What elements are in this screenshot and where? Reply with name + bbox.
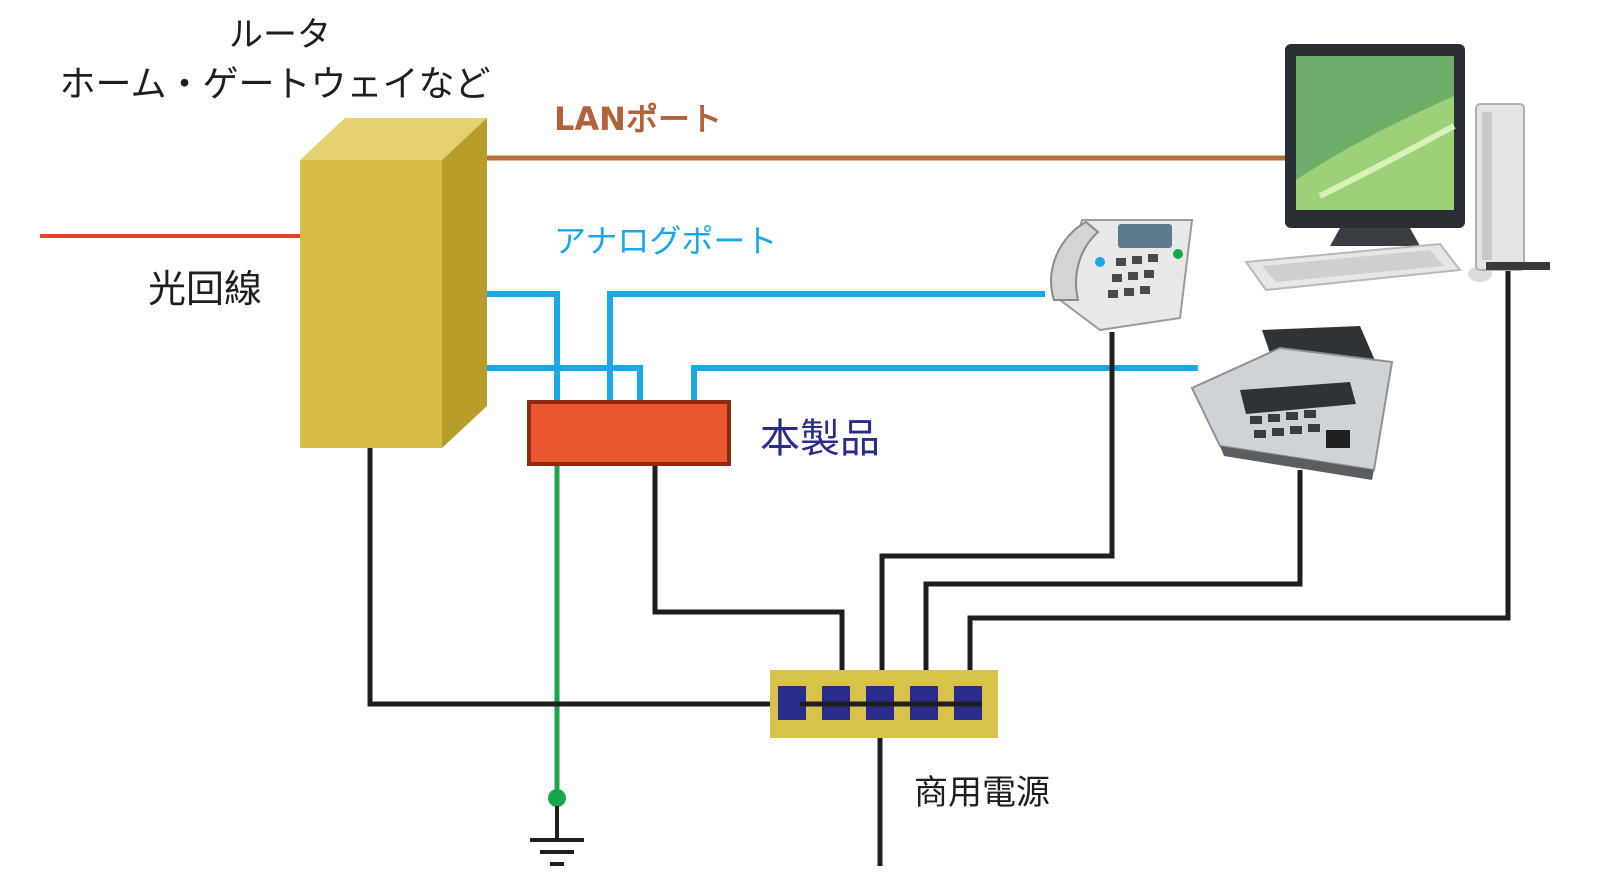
commercial-power-label: 商用電源 xyxy=(914,773,1050,813)
router-label-line2: ホーム・ゲートウェイなど xyxy=(60,64,491,105)
ground-symbol-icon xyxy=(530,838,584,866)
power-strip-icon xyxy=(770,670,998,738)
router-label-line1: ルータ xyxy=(229,15,331,55)
telephone-icon xyxy=(1049,219,1194,332)
desktop-computer-icon xyxy=(1244,44,1550,292)
fax-machine-icon xyxy=(1190,326,1394,480)
ground-wire xyxy=(548,464,566,838)
router-box xyxy=(300,118,487,448)
product-label: 本製品 xyxy=(760,416,880,462)
analog-wires xyxy=(468,291,1198,402)
fiber-line-label: 光回線 xyxy=(148,267,262,311)
product-box xyxy=(527,400,731,466)
lan-port-label: LANポート xyxy=(554,100,722,138)
analog-port-label: アナログポート xyxy=(554,222,777,260)
power-wires xyxy=(367,268,1511,866)
